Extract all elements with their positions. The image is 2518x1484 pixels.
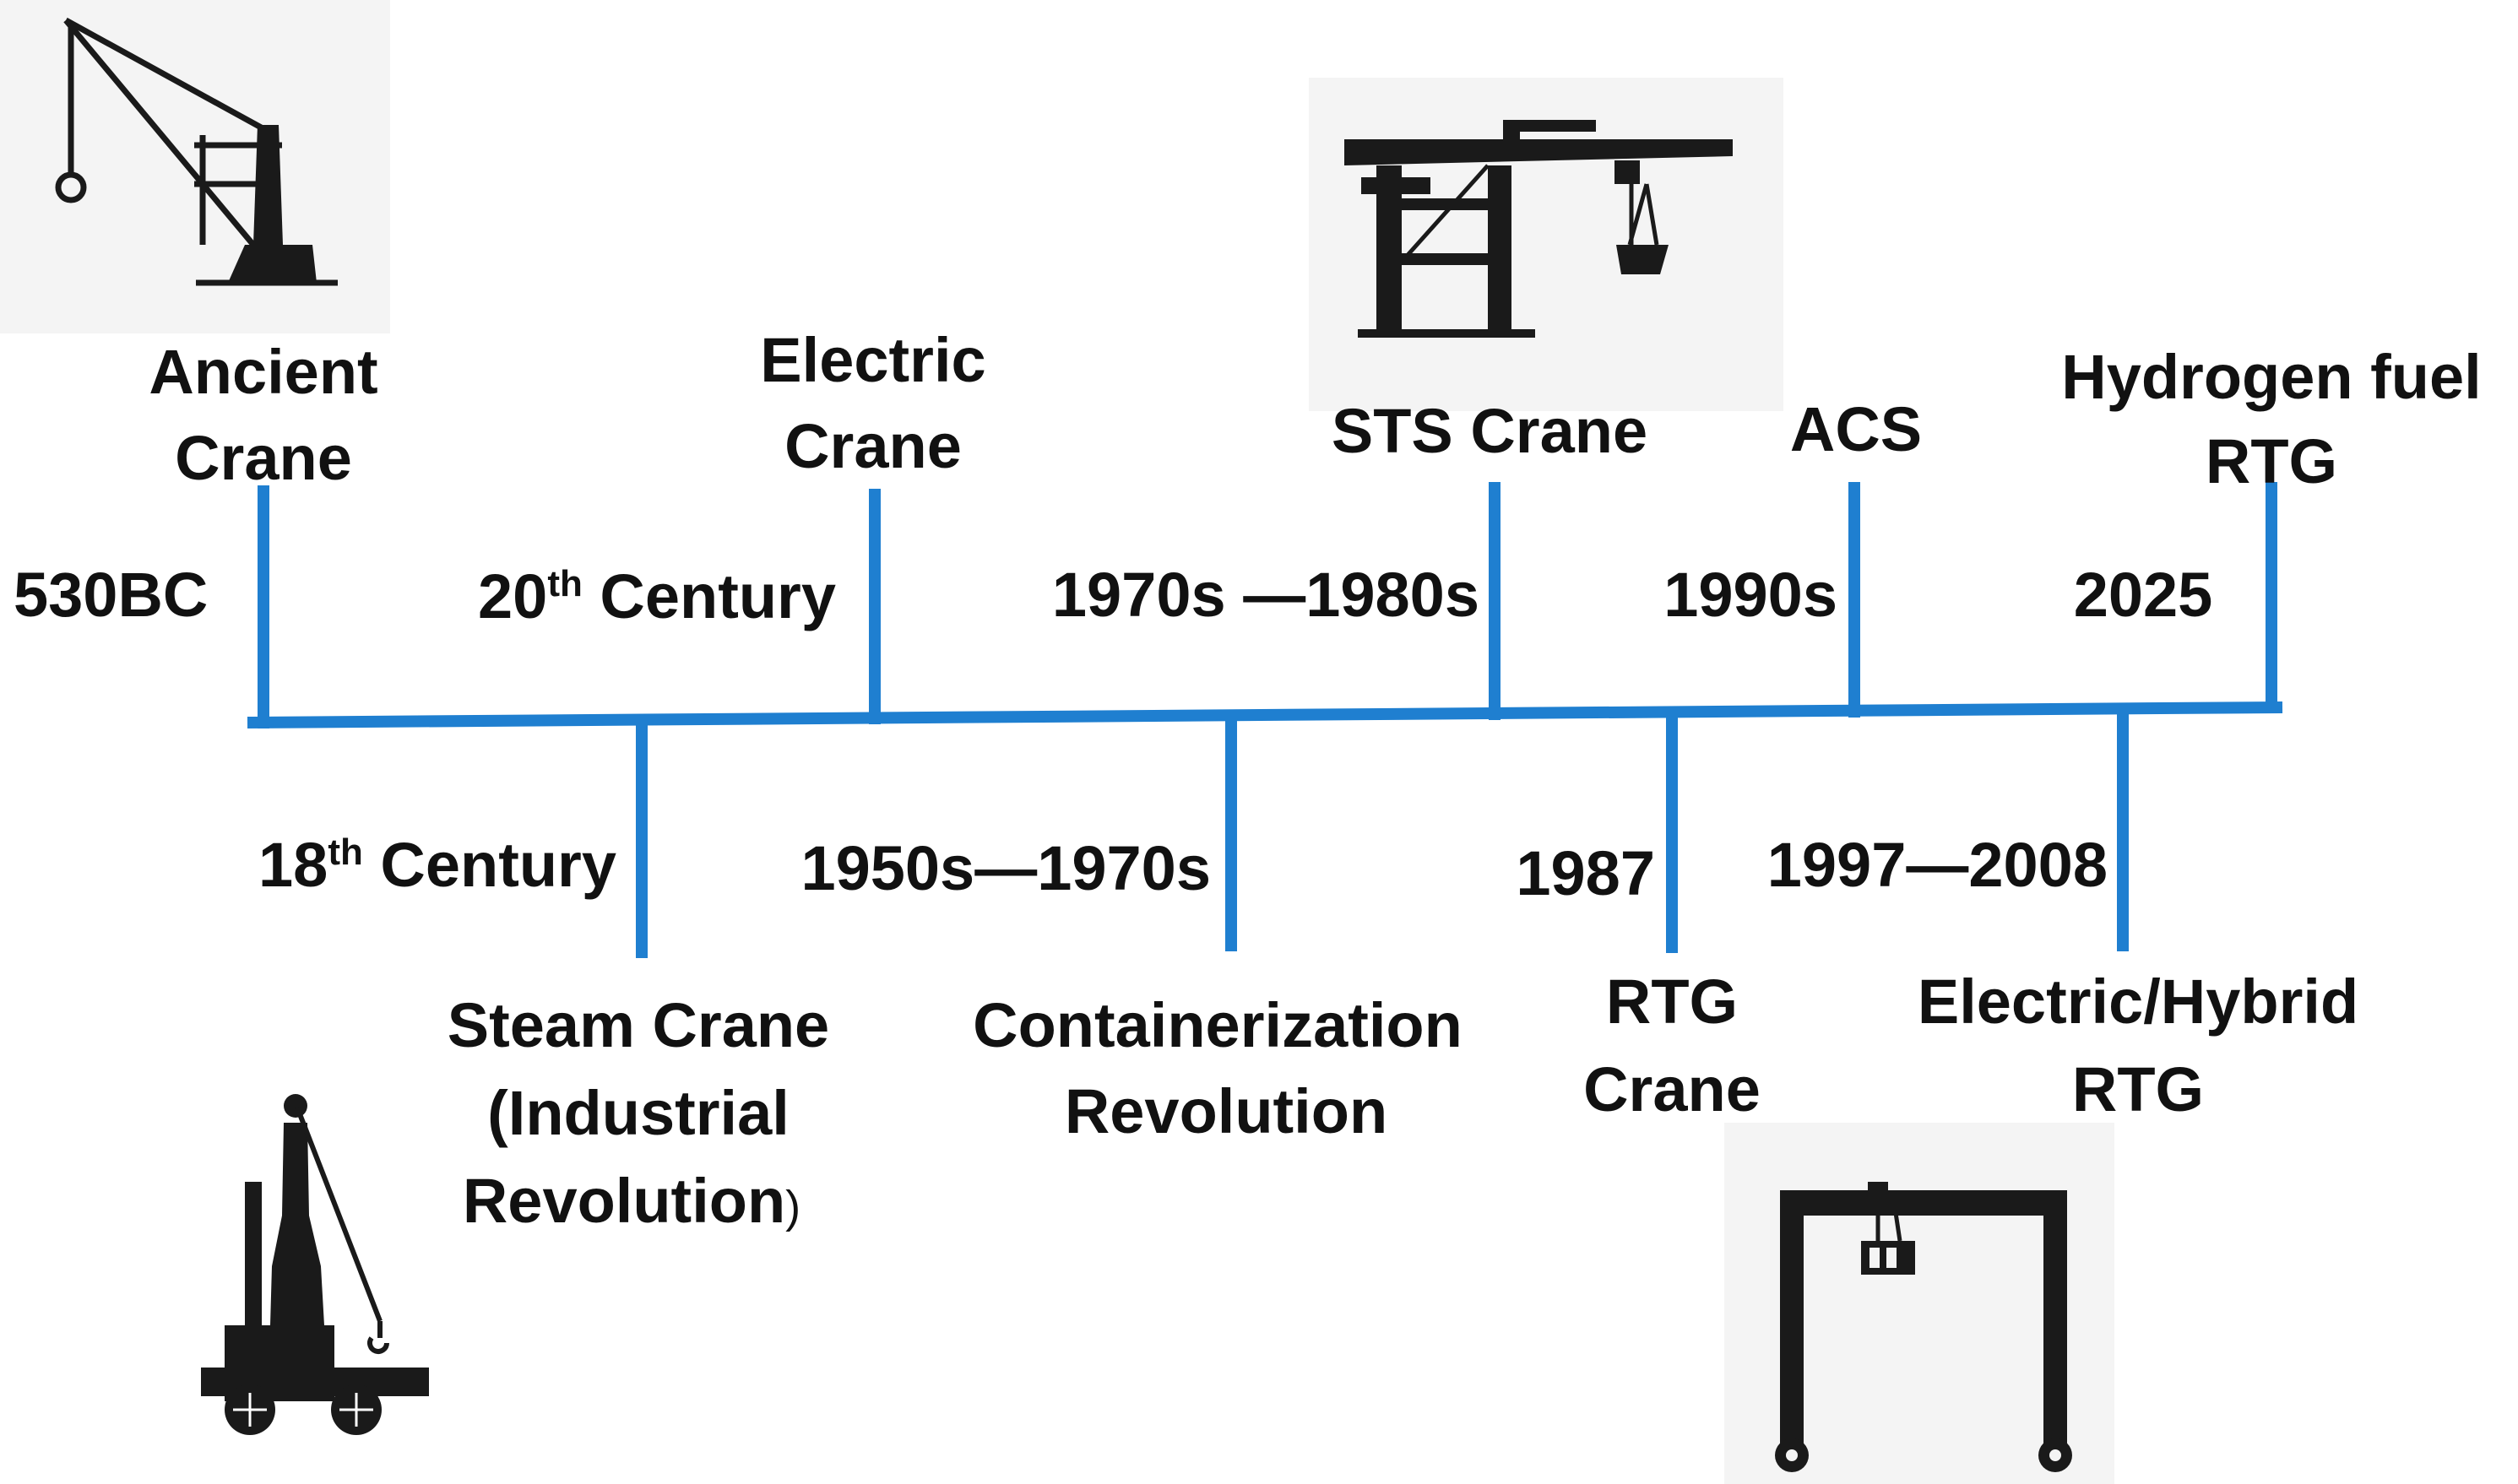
event-date: 530BC (14, 560, 208, 630)
date-ordinal-superscript: th (547, 563, 583, 604)
title-text: Revolution (463, 1166, 785, 1236)
timeline-axis (247, 482, 2283, 958)
event-title: RTG (2206, 426, 2337, 496)
rtg-crane-icon (1724, 1123, 2114, 1484)
event-title: Crane (1583, 1054, 1761, 1124)
event-title: Electric/Hybrid (1918, 967, 2358, 1037)
event-date: 1950s—1970s (800, 833, 1211, 903)
event-title: Hydrogen fuel (2061, 342, 2481, 412)
event-title: Ancient (149, 337, 377, 407)
event-date: 1970s —1980s (1052, 560, 1479, 630)
event-title: Steam Crane (448, 990, 829, 1060)
ancient-crane-icon (0, 0, 390, 333)
event-title: Revolution (1065, 1076, 1387, 1146)
sts-crane-icon (1309, 78, 1783, 411)
event-date: 1997—2008 (1767, 830, 2108, 900)
event-title: RTG (2072, 1054, 2204, 1124)
event-title: Revolution) (463, 1166, 800, 1236)
event-title: Crane (784, 411, 962, 481)
date-number: 18 (258, 830, 328, 900)
date-suffix: Century (363, 830, 616, 900)
timeline-main-axis (247, 701, 2283, 729)
event-title: STS Crane (1332, 396, 1647, 466)
event-title: RTG (1606, 967, 1738, 1037)
event-title: ACS (1790, 394, 1922, 464)
event-date: 1990s (1663, 560, 1837, 630)
event-date: 2025 (2074, 560, 2213, 630)
event-title: (Industrial (487, 1078, 790, 1148)
event-title: Containerization (973, 990, 1463, 1060)
event-title: Electric (760, 325, 985, 395)
title-closing-paren: ) (785, 1182, 800, 1232)
date-ordinal-superscript: th (328, 831, 363, 873)
date-number: 20 (478, 561, 547, 631)
event-date: 1987 (1516, 838, 1655, 908)
event-date: 20th Century (478, 561, 836, 631)
steam-crane-icon (201, 1094, 429, 1435)
event-title: Crane (175, 423, 352, 493)
event-date: 18th Century (258, 830, 616, 900)
date-suffix: Century (583, 561, 836, 631)
